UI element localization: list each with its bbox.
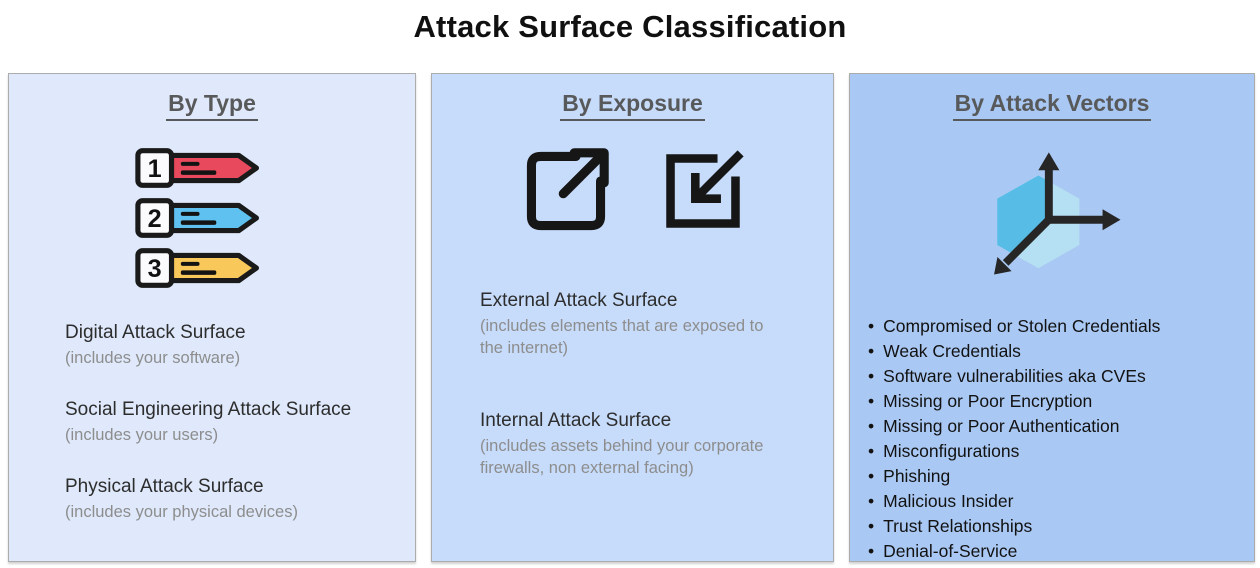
entry-title: Internal Attack Surface (480, 410, 672, 431)
panel-row: By Type 1 2 (8, 73, 1255, 562)
list-item: Misconfigurations (868, 439, 1244, 464)
panel-by-type: By Type 1 2 (8, 73, 416, 562)
panel-by-exposure: By Exposure External Attack Surface (in (431, 73, 834, 562)
external-arrow-box-icon (526, 148, 609, 231)
list-item: Missing or Poor Encryption (868, 389, 1244, 414)
numbered-banners-icon: 1 2 3 (131, 147, 271, 289)
banner-2-blue-icon: 2 (135, 198, 259, 238)
entry-external: External Attack Surface (includes elemen… (480, 289, 803, 359)
list-item: Trust Relationships (868, 514, 1244, 539)
entry-internal: Internal Attack Surface (includes assets… (480, 409, 803, 479)
entry-title: Physical Attack Surface (65, 476, 264, 497)
page-title: Attack Surface Classification (413, 9, 847, 44)
banner-3-yellow-icon: 3 (135, 248, 259, 288)
entry-subtitle: (includes your users) (65, 426, 219, 444)
attack-vector-list: Compromised or Stolen Credentials Weak C… (868, 314, 1244, 564)
list-item: Missing or Poor Authentication (868, 414, 1244, 439)
by-type-entries: Digital Attack Surface (includes your so… (65, 321, 415, 523)
entry-subtitle: (includes assets behind your corporate f… (480, 437, 764, 477)
list-item: Compromised or Stolen Credentials (868, 314, 1244, 339)
banner-1-red-icon: 1 (135, 148, 259, 188)
entry-title: External Attack Surface (480, 290, 678, 311)
exposure-icons (432, 141, 833, 241)
list-item: Software vulnerabilities aka CVEs (868, 364, 1244, 389)
entry-title: Digital Attack Surface (65, 322, 246, 343)
list-item: Weak Credentials (868, 339, 1244, 364)
internal-arrow-box-icon (665, 150, 744, 228)
panel-by-attack-vectors: By Attack Vectors Compr (849, 73, 1255, 562)
entry-title: Social Engineering Attack Surface (65, 399, 352, 420)
list-item: Denial-of-Service (868, 539, 1244, 564)
list-item: Phishing (868, 464, 1244, 489)
entry-physical: Physical Attack Surface (includes your p… (65, 475, 415, 523)
panel-by-attack-vectors-heading: By Attack Vectors (850, 90, 1254, 121)
panel-by-type-heading: By Type (9, 90, 415, 121)
panel-by-exposure-heading: By Exposure (432, 90, 833, 121)
banner-number-1: 1 (148, 155, 162, 183)
entry-digital: Digital Attack Surface (includes your so… (65, 321, 415, 369)
axis-icon-wrap (850, 140, 1254, 290)
entry-subtitle: (includes your software) (65, 349, 241, 367)
list-item: Malicious Insider (868, 489, 1244, 514)
banner-number-2: 2 (148, 205, 162, 233)
banner-number-3: 3 (148, 255, 162, 283)
entry-subtitle: (includes elements that are exposed to t… (480, 317, 764, 357)
entry-social-engineering: Social Engineering Attack Surface (inclu… (65, 398, 415, 446)
entry-subtitle: (includes your physical devices) (65, 503, 298, 521)
3d-axis-cube-icon (994, 152, 1121, 275)
by-exposure-entries: External Attack Surface (includes elemen… (480, 289, 803, 479)
